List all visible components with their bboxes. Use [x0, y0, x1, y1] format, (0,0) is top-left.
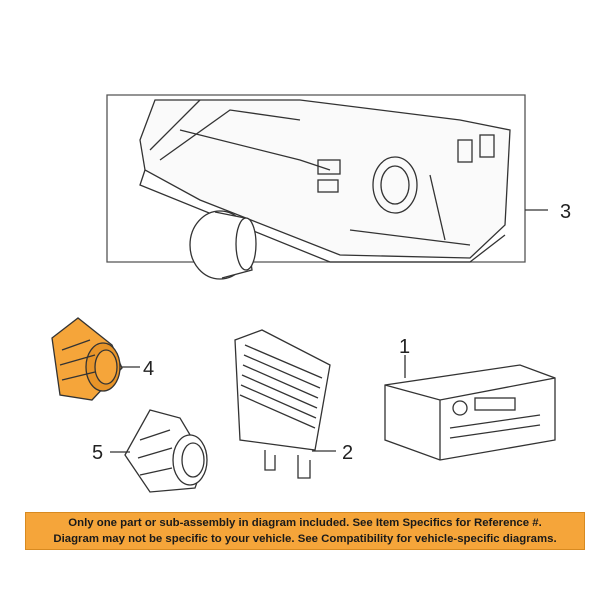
callout-4: 4 [143, 358, 154, 380]
notice-line-1: Only one part or sub-assembly in diagram… [68, 517, 542, 529]
speaker-part-4 [51, 317, 123, 401]
callout-3: 3 [560, 201, 571, 223]
amplifier-part-2 [234, 329, 331, 479]
door-speaker [189, 210, 257, 280]
callout-2: 2 [342, 442, 353, 464]
speaker-part-5 [124, 409, 208, 493]
callout-5: 5 [92, 442, 103, 464]
callout-1: 1 [399, 336, 410, 358]
radio-part-1 [384, 364, 556, 461]
door-panel [106, 94, 548, 263]
notice-line-2: Diagram may not be specific to your vehi… [53, 533, 557, 545]
notice-banner: Only one part or sub-assembly in diagram… [25, 512, 585, 550]
